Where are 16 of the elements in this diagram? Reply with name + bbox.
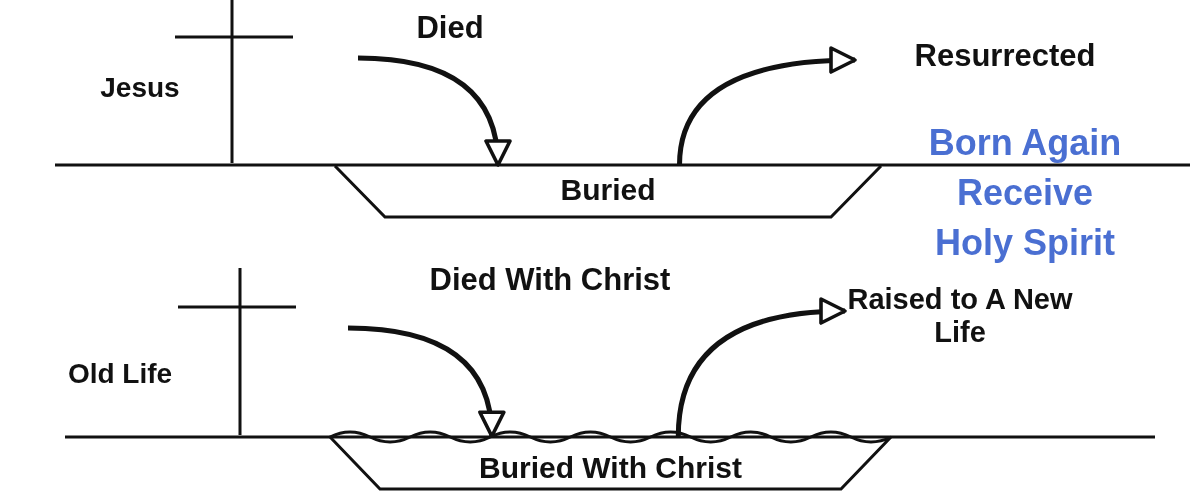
note-text: Receive bbox=[955, 172, 1095, 214]
grave-trapezoid bbox=[333, 165, 883, 219]
caption-text: Raised to A New Life bbox=[845, 283, 1075, 363]
note-text: Born Again bbox=[927, 122, 1123, 164]
note-text: Holy Spirit bbox=[934, 222, 1116, 264]
curved-arrow bbox=[677, 46, 857, 166]
side-label: Jesus bbox=[99, 72, 181, 105]
edge-label: Died bbox=[415, 10, 485, 46]
grave-label: Buried bbox=[559, 173, 657, 207]
caption-text: Resurrected bbox=[855, 38, 1155, 78]
side-label: Old Life bbox=[66, 358, 174, 391]
curved-arrow bbox=[347, 325, 505, 438]
edge-label: Died With Christ bbox=[428, 262, 672, 298]
curved-arrow bbox=[675, 298, 847, 437]
grave-label: Buried With Christ bbox=[477, 451, 744, 485]
curved-arrow bbox=[357, 55, 511, 167]
